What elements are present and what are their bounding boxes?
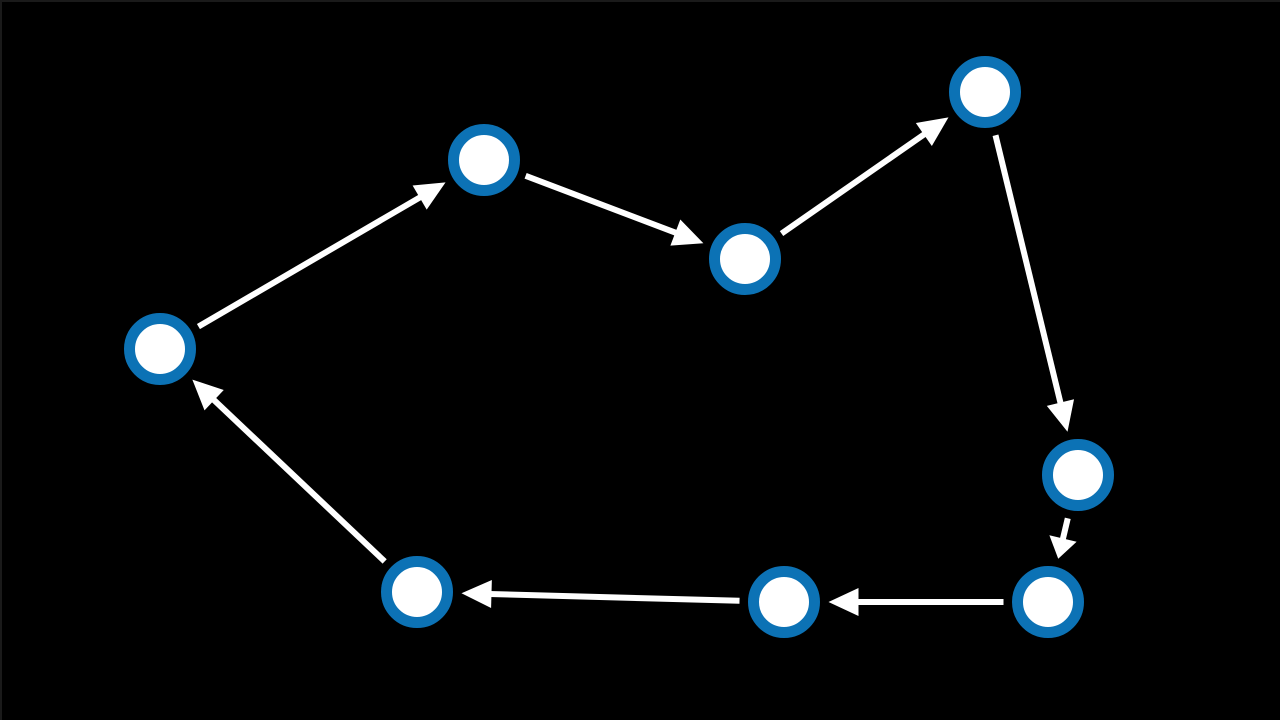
- edge-arrowhead-icon: [915, 117, 949, 147]
- edge-line: [1059, 517, 1071, 542]
- node-ring: [709, 223, 781, 295]
- edge-line: [779, 130, 928, 237]
- graph-node[interactable]: [1042, 439, 1114, 511]
- node-ring: [381, 556, 453, 628]
- edge-arrowhead-icon: [670, 219, 704, 246]
- graph-node[interactable]: [124, 313, 196, 385]
- graph-edge[interactable]: [779, 117, 949, 237]
- graph-edge[interactable]: [524, 172, 704, 246]
- graph-edge[interactable]: [992, 134, 1075, 432]
- edge-arrowhead-icon: [192, 379, 224, 411]
- graph-edge[interactable]: [196, 182, 446, 330]
- graph-node[interactable]: [381, 556, 453, 628]
- edge-line: [196, 193, 423, 330]
- edges-layer: [192, 117, 1077, 616]
- node-ring: [1042, 439, 1114, 511]
- graph-edge[interactable]: [461, 580, 740, 609]
- node-ring: [124, 313, 196, 385]
- edge-line: [210, 396, 387, 564]
- edge-line: [489, 590, 740, 604]
- edge-arrowhead-icon: [828, 588, 859, 616]
- node-ring: [448, 124, 520, 196]
- node-ring: [1012, 566, 1084, 638]
- edge-arrowhead-icon: [1049, 535, 1077, 559]
- graph-node[interactable]: [748, 566, 820, 638]
- graph-edge[interactable]: [192, 379, 387, 564]
- graph-edge[interactable]: [1049, 517, 1077, 559]
- graph-node[interactable]: [949, 56, 1021, 128]
- graph-node[interactable]: [1012, 566, 1084, 638]
- edge-line: [992, 134, 1064, 406]
- edge-line: [524, 172, 679, 237]
- edge-arrowhead-icon: [412, 182, 446, 210]
- nodes-layer: [124, 56, 1114, 638]
- graph-node[interactable]: [709, 223, 781, 295]
- graph-edge[interactable]: [828, 588, 1004, 616]
- edge-arrowhead-icon: [461, 580, 492, 609]
- edge-arrowhead-icon: [1046, 399, 1075, 432]
- node-ring: [949, 56, 1021, 128]
- graph-node[interactable]: [448, 124, 520, 196]
- node-ring: [748, 566, 820, 638]
